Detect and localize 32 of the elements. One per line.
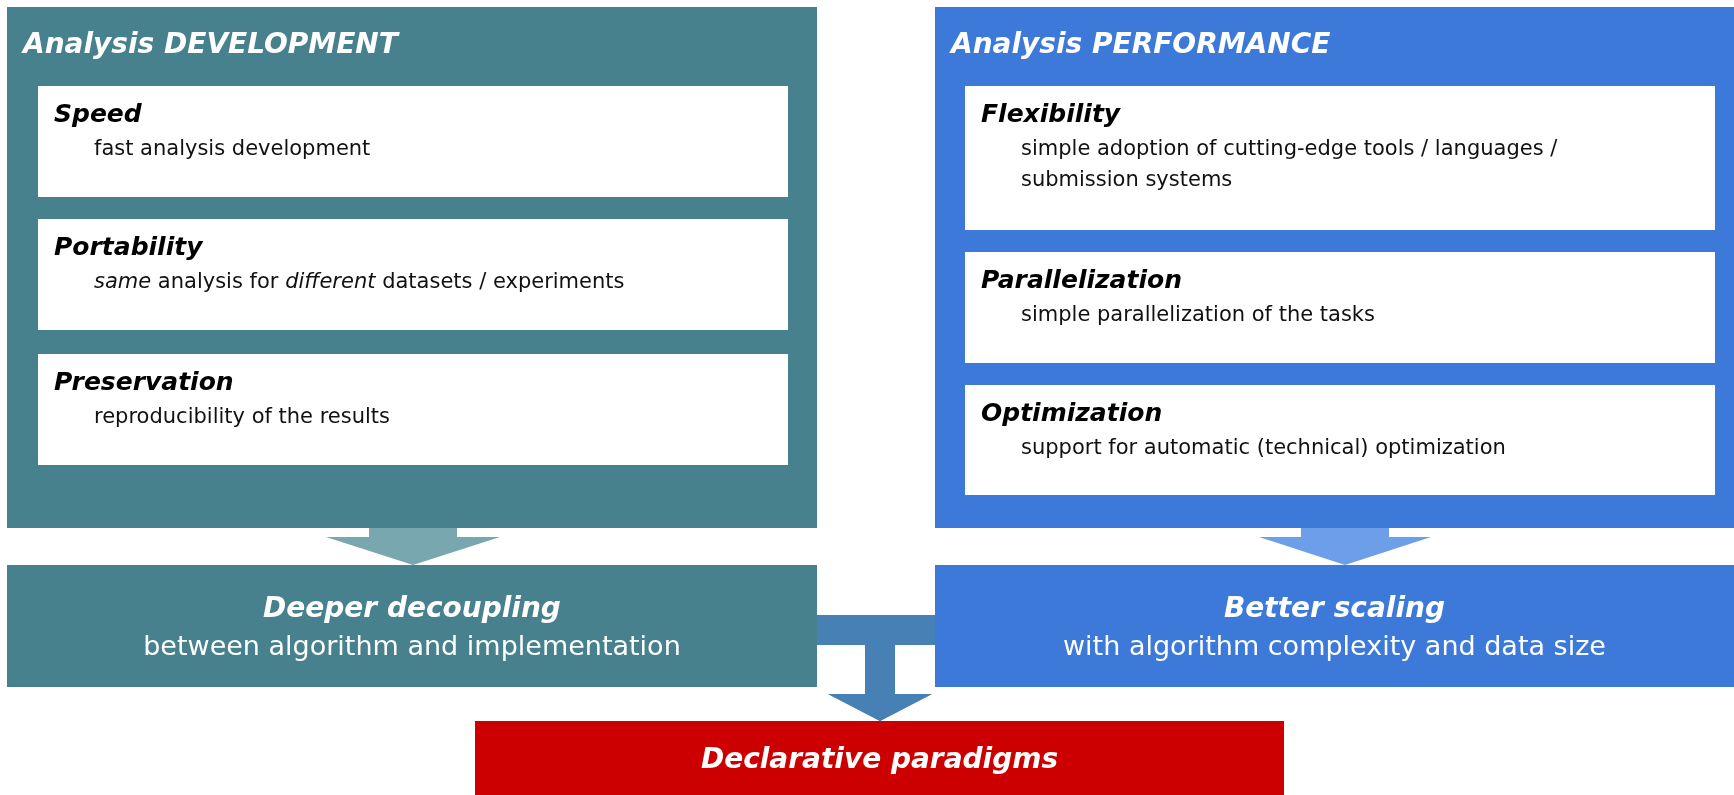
item-description: same analysis for different datasets / experiments bbox=[94, 268, 626, 296]
item-description: fast analysis development bbox=[94, 135, 372, 163]
item-description: reproducibility of the results bbox=[94, 403, 392, 431]
result-description: between algorithm and implementation bbox=[143, 628, 681, 663]
group-panel bbox=[935, 7, 1734, 528]
panel-title: Analysis PERFORMANCE bbox=[951, 26, 1331, 62]
group-panel bbox=[7, 7, 817, 528]
item-heading: Speed bbox=[54, 98, 143, 130]
item-description: simple parallelization of the tasks bbox=[1021, 301, 1376, 329]
item-card bbox=[965, 385, 1715, 495]
item-card bbox=[38, 86, 788, 197]
item-heading: Preservation bbox=[54, 366, 235, 398]
block-arrow bbox=[1259, 528, 1431, 565]
item-card bbox=[38, 219, 788, 330]
outcome-box bbox=[935, 565, 1734, 687]
block-arrow bbox=[326, 528, 500, 565]
outcome-box bbox=[7, 565, 817, 687]
item-heading: Portability bbox=[54, 231, 204, 263]
result-heading: Better scaling bbox=[1224, 589, 1445, 625]
result-box bbox=[475, 721, 1284, 795]
item-card bbox=[965, 252, 1715, 363]
item-heading: Parallelization bbox=[981, 264, 1183, 296]
item-description: support for automatic (technical) optimization bbox=[1021, 434, 1507, 462]
item-card bbox=[965, 86, 1715, 230]
item-heading: Optimization bbox=[981, 397, 1164, 429]
panel-title: Analysis DEVELOPMENT bbox=[23, 26, 398, 62]
result-heading: Declarative paradigms bbox=[700, 740, 1059, 776]
item-description: simple adoption of cutting-edge tools / languages / submission systems bbox=[1021, 135, 1559, 194]
result-heading: Deeper decoupling bbox=[263, 589, 561, 625]
item-card bbox=[38, 354, 788, 465]
result-description: with algorithm complexity and data size bbox=[1063, 628, 1606, 663]
item-heading: Flexibility bbox=[981, 98, 1122, 130]
